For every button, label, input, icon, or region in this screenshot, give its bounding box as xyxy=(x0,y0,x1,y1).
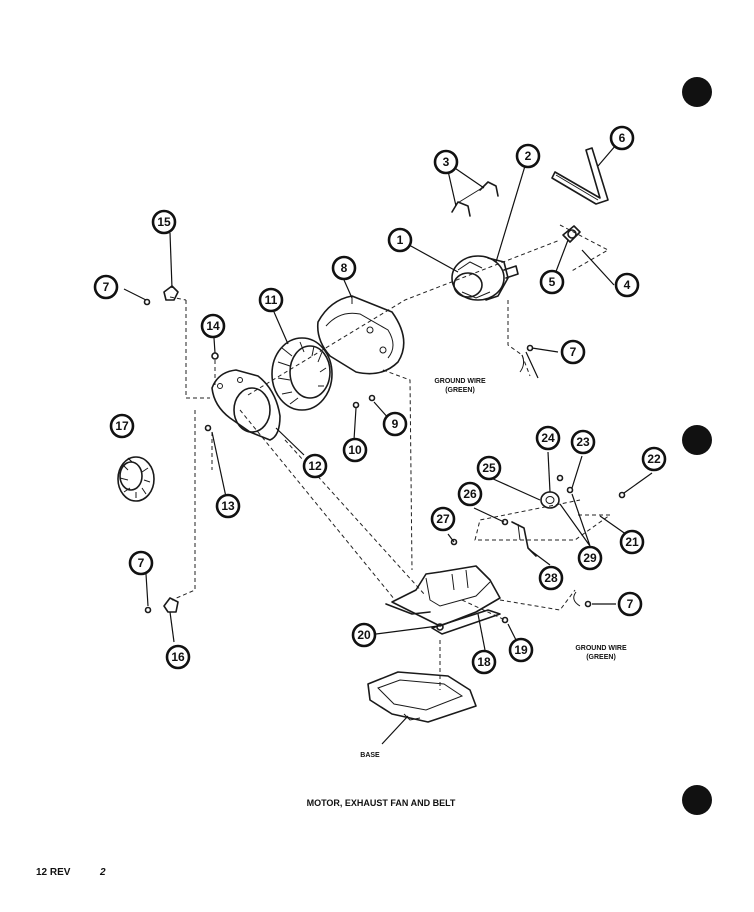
callout-25: 25 xyxy=(476,455,502,481)
callout-24: 24 xyxy=(535,425,561,451)
svg-text:4: 4 xyxy=(624,278,631,292)
bracket-top-part xyxy=(163,285,179,301)
callout-3: 3 xyxy=(433,149,459,175)
page-number: 12 REV xyxy=(36,867,71,878)
callout-17: 17 xyxy=(109,413,135,439)
assembly-lines xyxy=(169,224,612,690)
svg-text:7: 7 xyxy=(103,280,110,294)
callout-20: 20 xyxy=(351,622,377,648)
svg-text:2: 2 xyxy=(525,149,532,163)
callout-16: 16 xyxy=(165,644,191,670)
svg-text:17: 17 xyxy=(115,419,129,433)
callout-1: 1 xyxy=(387,227,413,253)
belt-part xyxy=(551,147,609,205)
callout-21: 21 xyxy=(619,529,645,555)
callout-28: 28 xyxy=(538,565,564,591)
svg-text:9: 9 xyxy=(392,417,399,431)
callout-22: 22 xyxy=(641,446,667,472)
svg-text:15: 15 xyxy=(157,215,171,229)
svg-text:7: 7 xyxy=(627,597,634,611)
svg-text:23: 23 xyxy=(576,435,590,449)
svg-text:20: 20 xyxy=(357,628,371,642)
svg-text:1: 1 xyxy=(397,233,404,247)
callout-2: 2 xyxy=(515,143,541,169)
svg-text:18: 18 xyxy=(477,655,491,669)
svg-text:7: 7 xyxy=(138,556,145,570)
callout-6: 6 xyxy=(609,125,635,151)
seal-ring-part xyxy=(117,456,155,502)
svg-text:10: 10 xyxy=(348,443,362,457)
svg-text:14: 14 xyxy=(206,319,220,333)
binder-hole-middle xyxy=(682,425,712,455)
callout-5: 5 xyxy=(539,269,565,295)
ground-wire-lower-color: (GREEN) xyxy=(586,654,616,661)
svg-text:27: 27 xyxy=(436,512,450,526)
callout-12: 12 xyxy=(302,453,328,479)
motor-clips-part xyxy=(451,181,499,217)
svg-text:3: 3 xyxy=(443,155,450,169)
svg-text:8: 8 xyxy=(341,261,348,275)
fan-cover-part xyxy=(211,369,281,441)
ground-wire-upper-label: GROUND WIRE xyxy=(434,378,486,385)
binder-hole-top xyxy=(682,77,712,107)
bracket-bottom-part xyxy=(163,597,179,613)
svg-text:28: 28 xyxy=(544,571,558,585)
motor-pulley-part xyxy=(562,225,581,243)
callout-23: 23 xyxy=(570,429,596,455)
callout-7-ground-upper: 7 xyxy=(560,339,586,365)
svg-text:22: 22 xyxy=(647,452,661,466)
svg-text:16: 16 xyxy=(171,650,185,664)
callout-27: 27 xyxy=(430,506,456,532)
ground-wire-upper-color: (GREEN) xyxy=(445,387,475,394)
svg-text:29: 29 xyxy=(583,551,597,565)
ground-wire-lower-label: GROUND WIRE xyxy=(575,645,627,652)
base-label: BASE xyxy=(360,752,380,759)
callout-8: 8 xyxy=(331,255,357,281)
callout-7-bottom-left: 7 xyxy=(128,550,154,576)
callout-14: 14 xyxy=(200,313,226,339)
leader-lines xyxy=(123,137,653,745)
callout-11: 11 xyxy=(258,287,284,313)
fan-housing-part xyxy=(316,295,405,375)
callout-26: 26 xyxy=(457,481,483,507)
svg-text:7: 7 xyxy=(570,345,577,359)
callout-19: 19 xyxy=(508,637,534,663)
callout-18: 18 xyxy=(471,649,497,675)
svg-text:25: 25 xyxy=(482,461,496,475)
diagram-caption: MOTOR, EXHAUST FAN AND BELT xyxy=(307,798,456,808)
callout-4: 4 xyxy=(614,272,640,298)
svg-text:19: 19 xyxy=(514,643,528,657)
svg-text:26: 26 xyxy=(463,487,477,501)
svg-text:24: 24 xyxy=(541,431,555,445)
motor-mount-part xyxy=(385,565,501,635)
fan-impeller-part xyxy=(271,337,333,411)
motor-part xyxy=(451,255,519,301)
base-part xyxy=(367,671,477,723)
idler-arm-part xyxy=(511,521,537,557)
callout-7-ground-lower: 7 xyxy=(617,591,643,617)
callout-7-top-left: 7 xyxy=(93,274,119,300)
callout-13: 13 xyxy=(215,493,241,519)
binder-hole-bottom xyxy=(682,785,712,815)
svg-text:21: 21 xyxy=(625,535,639,549)
svg-text:6: 6 xyxy=(619,131,626,145)
callout-10: 10 xyxy=(342,437,368,463)
callout-9: 9 xyxy=(382,411,408,437)
callout-29: 29 xyxy=(577,545,603,571)
callout-15: 15 xyxy=(151,209,177,235)
svg-text:11: 11 xyxy=(265,293,278,307)
svg-text:13: 13 xyxy=(221,499,235,513)
svg-text:12: 12 xyxy=(308,459,322,473)
ground-wires xyxy=(519,354,581,607)
svg-text:5: 5 xyxy=(549,275,556,289)
page-revision-mark: 2 xyxy=(99,867,106,878)
